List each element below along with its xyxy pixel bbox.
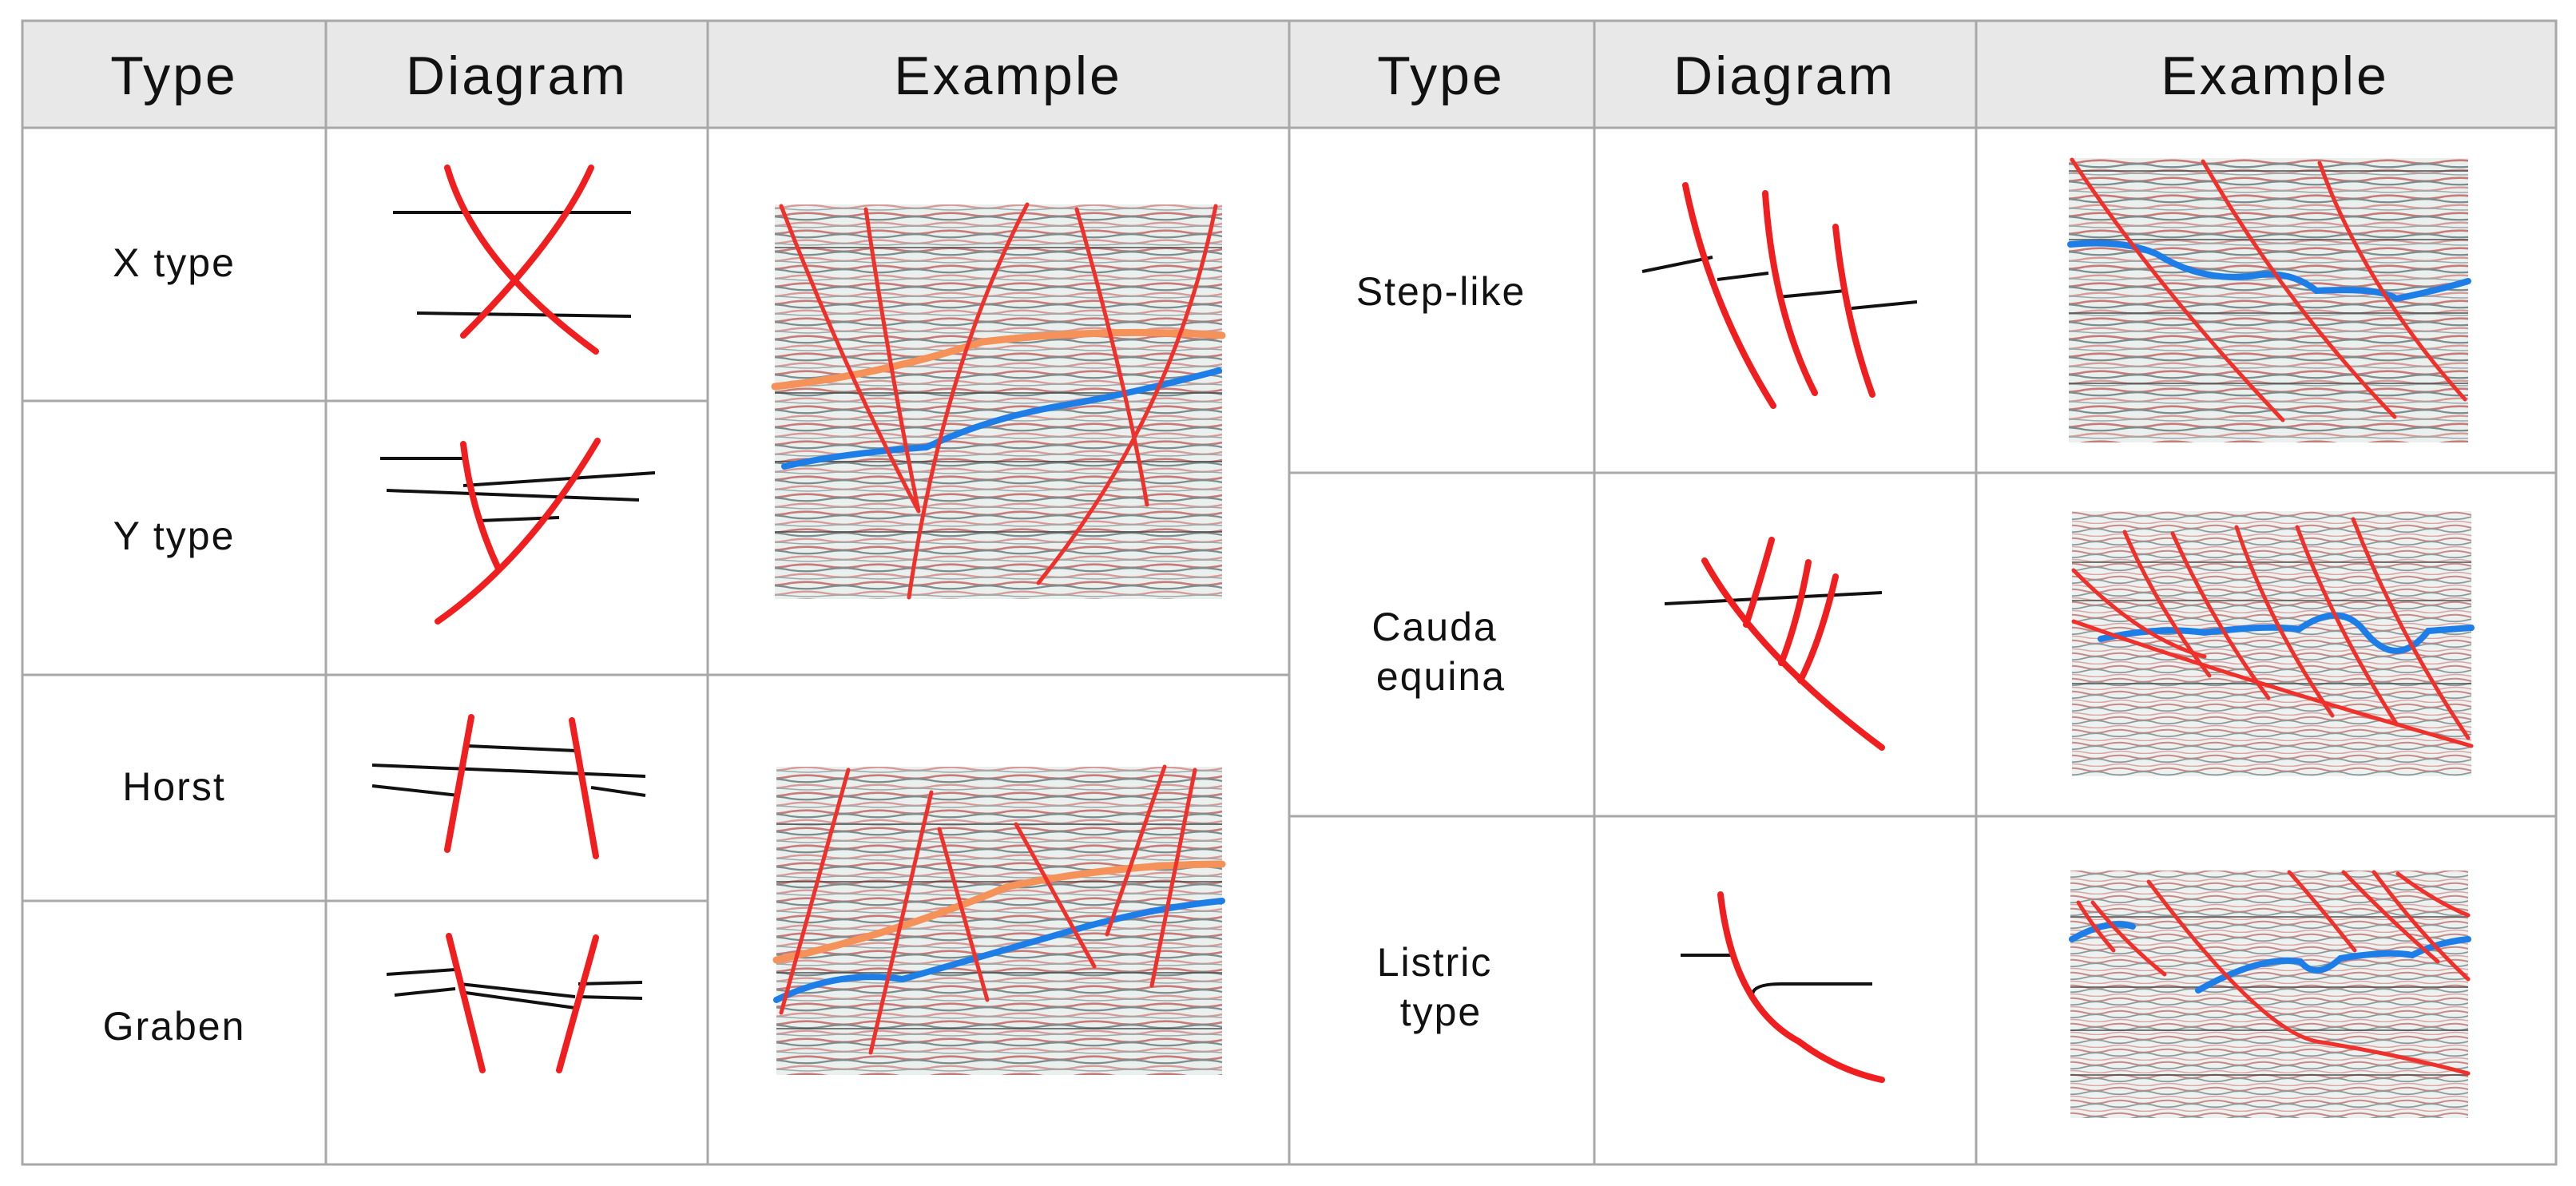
header-type-right: Type [1377,46,1504,106]
header-diagram-right: Diagram [1673,46,1895,106]
seismic-example-xy [771,202,1226,600]
header-example-right: Example [2161,46,2389,106]
diagram-cauda-equina [1664,537,1885,751]
row-label-horst: Horst [122,764,225,809]
header-diagram-left: Diagram [406,46,628,106]
header-example-left: Example [894,46,1122,106]
seismic-example-horst-graben [772,764,1226,1075]
row-label-x-type: X type [113,240,236,285]
seismic-example-listric-type [2069,870,2471,1118]
row-label-cauda-equina: Cauda equina [1371,605,1510,699]
diagram-step-like [1641,182,1918,409]
diagram-horst [371,714,646,859]
diagram-listric-type [1681,891,1885,1083]
row-label-step-like: Step-like [1356,269,1526,314]
row-label-listric-type: Listric type [1377,940,1505,1034]
header-type-left: Type [110,46,237,106]
table-grid [21,19,2558,1166]
row-label-graben: Graben [103,1004,246,1049]
seismic-example-step-like [2067,157,2471,442]
diagram-graben [386,933,643,1073]
row-label-y-type: Y type [113,514,236,558]
diagram-x-type [393,165,632,355]
seismic-example-cauda-equina [2071,511,2475,776]
diagram-y-type [380,438,656,625]
